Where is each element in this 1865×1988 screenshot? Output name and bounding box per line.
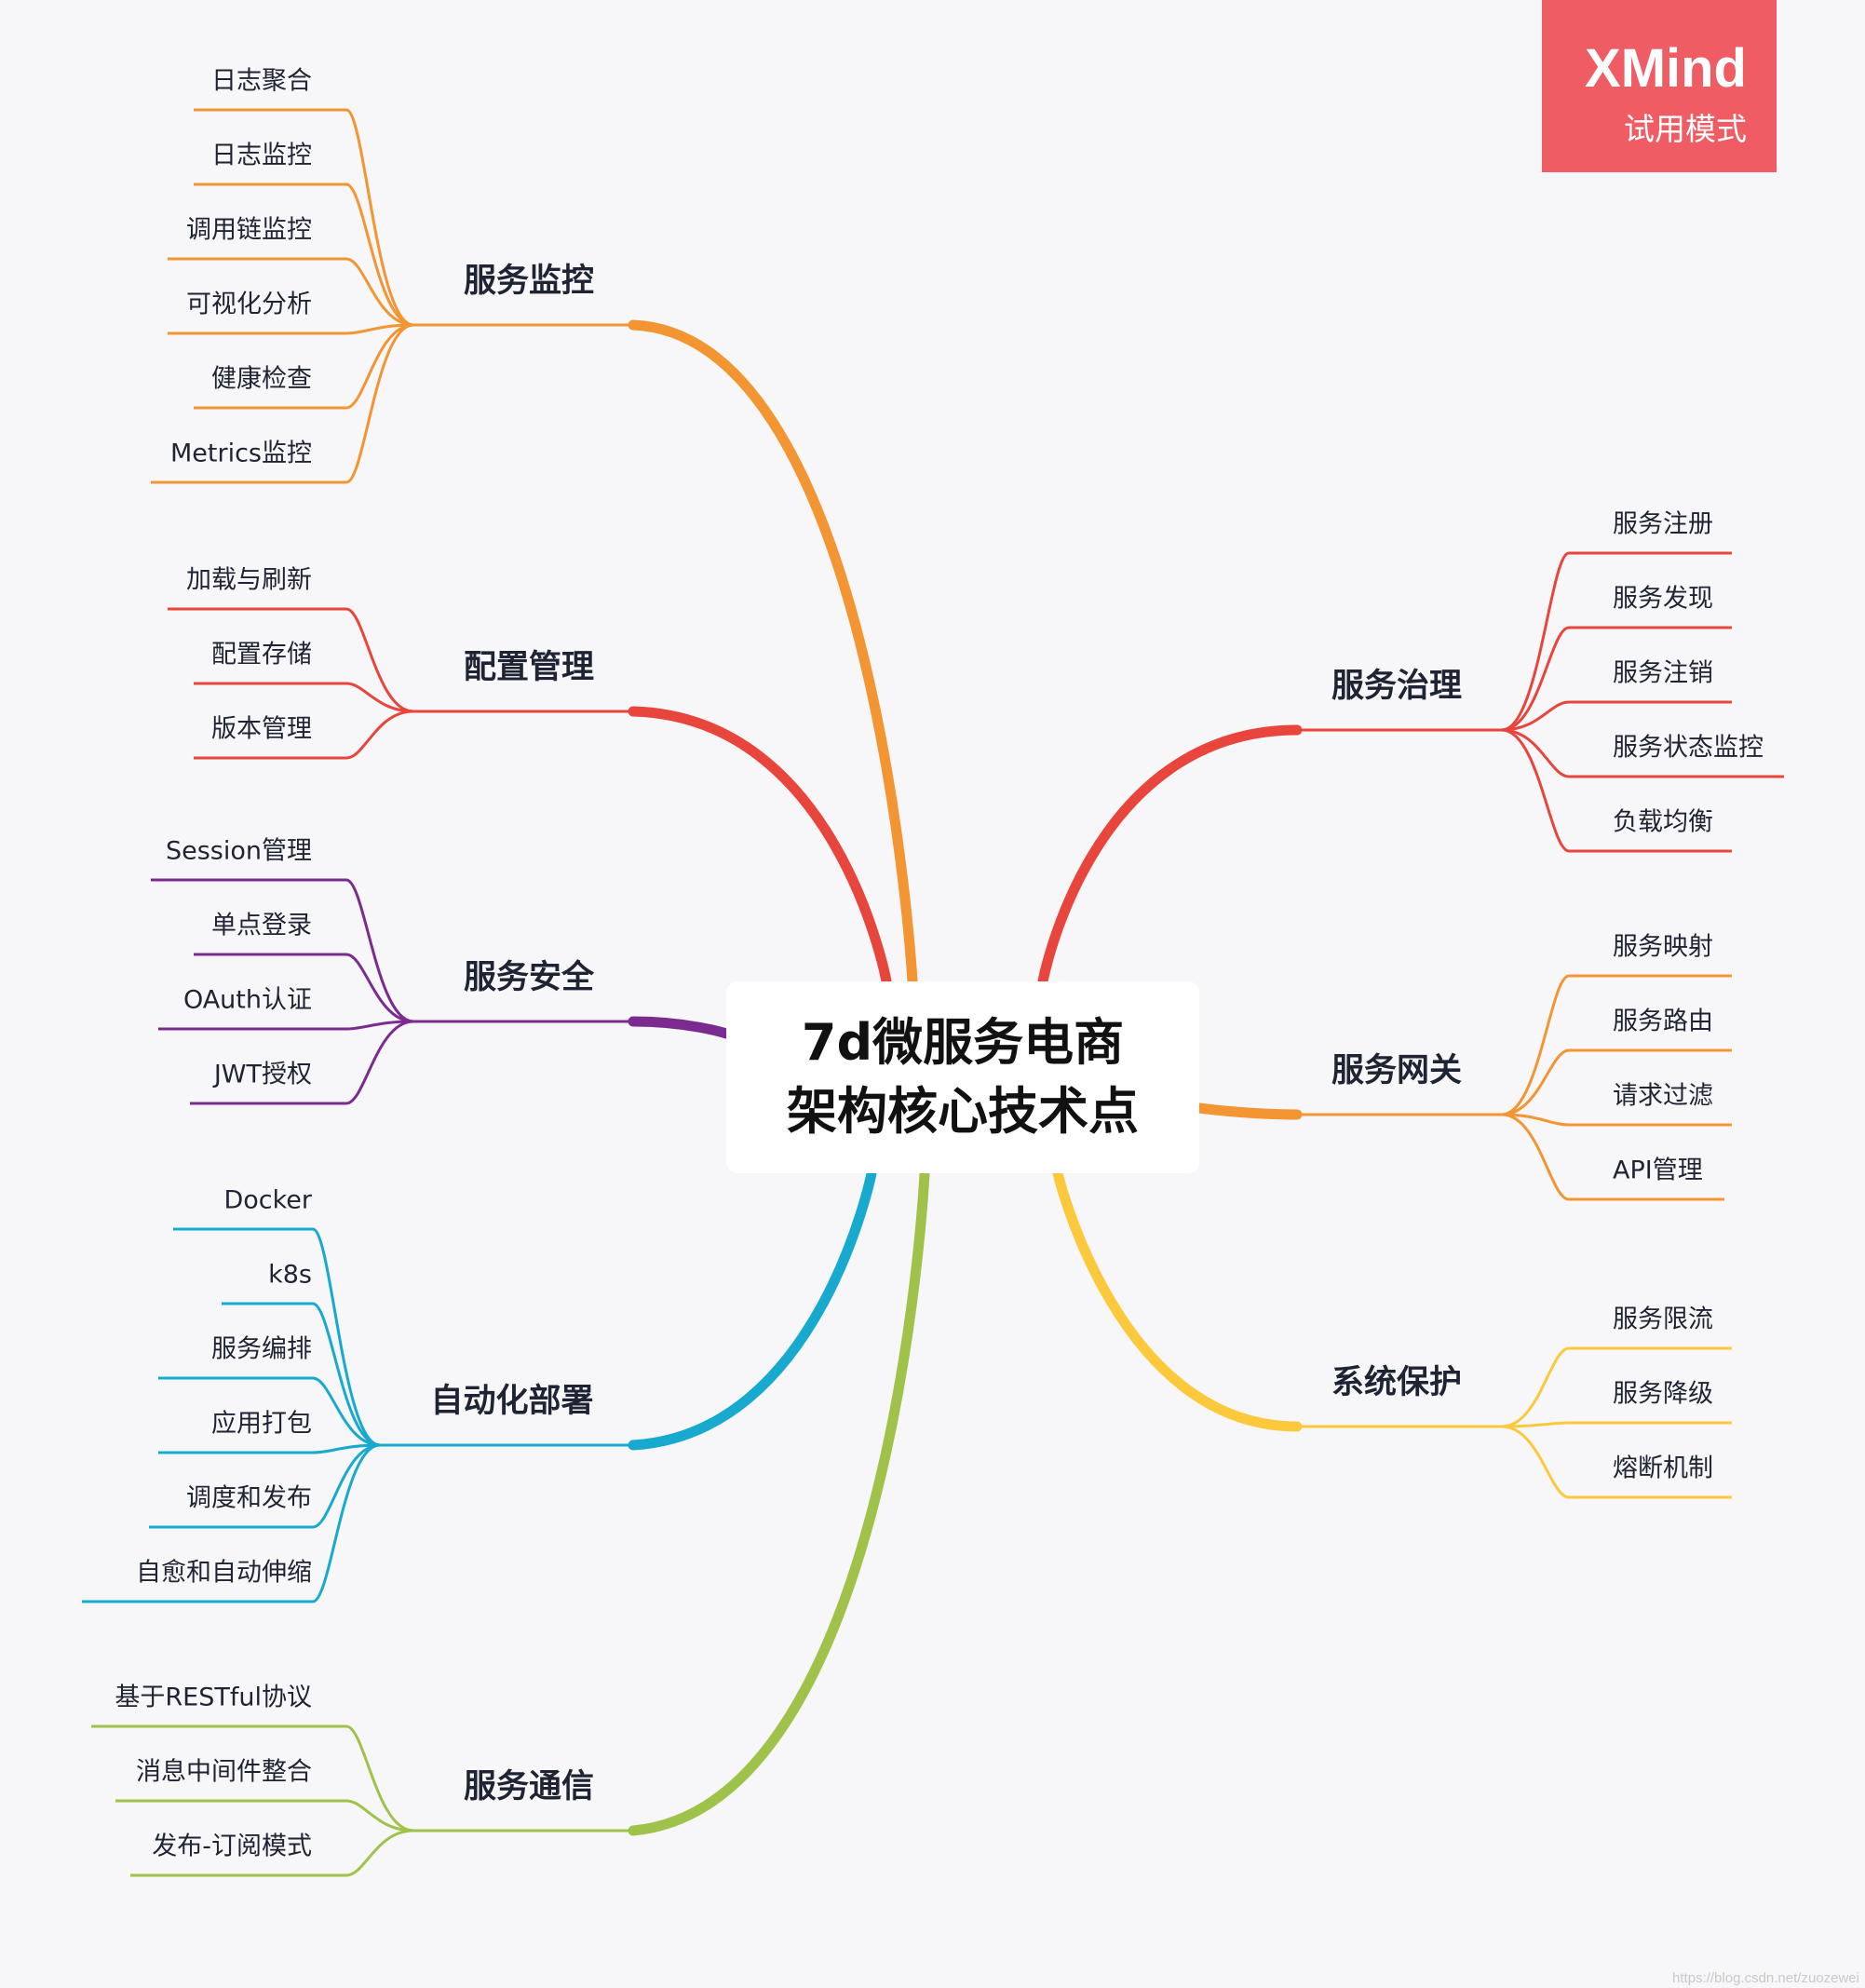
branch-govern-item-2-connector [1501, 700, 1570, 732]
branch-monitor-item-4-label: 健康检查 [211, 365, 312, 394]
branch-deploy-item-4-connector [312, 1443, 381, 1529]
branch-gateway-item-2-connector [1501, 1113, 1570, 1127]
branch-security-trunk [628, 1016, 732, 1039]
branch-gateway-item-1-connector [1501, 1048, 1570, 1116]
branch-protect-item-2-connector [1501, 1425, 1570, 1499]
branch-govern-item-4-connector [1501, 728, 1570, 853]
branch-gateway-item-1-label: 服务路由 [1613, 1008, 1713, 1036]
branch-deploy-item-2-label: 服务编排 [211, 1335, 312, 1364]
central-topic-line-2: 架构核心技术点 [787, 1082, 1139, 1141]
branch-security-item-0-label: Session管理 [166, 837, 312, 866]
branch-comm-item-1-label: 消息中间件整合 [136, 1758, 312, 1787]
xmind-trial-badge: XMind 试用模式 [1542, 0, 1777, 172]
branch-monitor-item-2-connector [345, 257, 414, 327]
branch-deploy-item-1-connector [312, 1302, 381, 1447]
branch-comm-title: 服务通信 [464, 1768, 594, 1805]
branch-config-item-0-label: 加载与刷新 [186, 566, 312, 595]
branch-monitor-item-4-connector [345, 323, 414, 410]
branch-config-title: 配置管理 [464, 649, 594, 686]
branch-security-item-2-connector [345, 1020, 414, 1031]
branch-monitor-trunk [628, 319, 918, 987]
branch-config-item-0-connector [345, 607, 414, 713]
branch-gateway-item-0-connector [1501, 974, 1570, 1116]
branch-deploy-item-3-label: 应用打包 [211, 1410, 312, 1439]
branch-security-item-1-label: 单点登录 [211, 912, 312, 940]
branch-deploy-item-2-connector [312, 1376, 381, 1447]
branch-config-item-1-label: 配置存储 [211, 641, 312, 669]
branch-security-item-2-label: OAuth认证 [183, 986, 312, 1015]
branch-deploy-item-1-label: k8s [268, 1261, 312, 1290]
branch-monitor-item-0-label: 日志聚合 [211, 67, 312, 96]
branch-deploy-item-0-label: Docker [223, 1186, 312, 1215]
branch-govern-item-2-label: 服务注销 [1613, 659, 1713, 688]
central-topic-line-1: 7d微服务电商 [801, 1013, 1125, 1072]
xmind-logo-text: XMind [1585, 38, 1747, 99]
branch-config-item-1-connector [345, 682, 414, 713]
branch-govern-item-0-connector [1501, 551, 1570, 732]
branch-config-item-2-label: 版本管理 [211, 715, 312, 744]
branch-gateway-item-2-label: 请求过滤 [1613, 1082, 1713, 1111]
branch-protect-item-1-label: 服务降级 [1613, 1380, 1713, 1409]
branch-deploy-trunk [628, 1168, 877, 1451]
branch-monitor-item-1-connector [345, 183, 414, 327]
branch-monitor-item-5-label: Metrics监控 [170, 440, 312, 468]
branch-gateway-trunk [1194, 1102, 1303, 1120]
branch-monitor-item-0-connector [345, 108, 414, 327]
branch-security-item-1-connector [345, 953, 414, 1023]
branch-gateway-item-3-connector [1501, 1113, 1570, 1201]
branch-protect-trunk [1052, 1168, 1303, 1432]
branch-deploy-item-4-label: 调度和发布 [186, 1484, 312, 1513]
branch-deploy-item-5-label: 自愈和自动伸缩 [136, 1559, 312, 1588]
branch-config-trunk [628, 706, 892, 987]
branch-comm-trunk [628, 1168, 930, 1836]
branch-govern-item-1-label: 服务发现 [1613, 585, 1713, 614]
branch-gateway-item-0-label: 服务映射 [1613, 933, 1713, 962]
branch-protect-title: 系统保护 [1331, 1364, 1462, 1401]
branch-security-title: 服务安全 [464, 958, 595, 996]
branch-protect-item-2-label: 熔断机制 [1613, 1454, 1713, 1483]
branch-monitor-item-3-connector [345, 323, 414, 335]
branch-protect-item-0-connector [1501, 1346, 1570, 1428]
branch-monitor-item-2-label: 调用链监控 [186, 216, 312, 245]
branch-monitor-item-3-label: 可视化分析 [186, 291, 312, 319]
branch-comm-item-0-label: 基于RESTful协议 [115, 1684, 312, 1712]
branch-deploy-item-5-connector [312, 1443, 381, 1603]
central-topic[interactable]: 7d微服务电商 架构核心技术点 [726, 981, 1199, 1173]
branch-protect-item-0-label: 服务限流 [1613, 1305, 1713, 1334]
branch-deploy-item-3-connector [312, 1443, 381, 1454]
branch-comm-item-2-connector [345, 1829, 414, 1877]
branch-govern-item-1-connector [1501, 626, 1570, 732]
trial-mode-label: 试用模式 [1624, 111, 1747, 147]
branch-security-item-3-label: JWT授权 [212, 1061, 312, 1089]
branch-gateway-title: 服务网关 [1331, 1052, 1462, 1089]
branch-govern-item-4-label: 负载均衡 [1613, 808, 1713, 837]
branch-govern-item-0-label: 服务注册 [1613, 510, 1713, 539]
branch-govern-item-3-connector [1501, 728, 1570, 778]
branch-gateway-item-3-label: API管理 [1613, 1156, 1703, 1185]
branch-comm-item-2-label: 发布-订阅模式 [152, 1832, 312, 1861]
branch-govern-title: 服务治理 [1331, 668, 1462, 705]
branch-monitor-item-1-label: 日志监控 [211, 142, 312, 170]
branch-security-item-3-connector [345, 1020, 414, 1105]
branch-monitor-item-5-connector [345, 323, 414, 484]
branch-protect-item-1-connector [1501, 1421, 1570, 1428]
branch-config-item-2-connector [345, 710, 414, 760]
branch-govern-item-3-label: 服务状态监控 [1613, 734, 1764, 763]
branch-deploy-title: 自动化部署 [430, 1383, 593, 1420]
branch-govern-trunk [1037, 724, 1303, 987]
branch-deploy-item-0-connector [312, 1227, 381, 1447]
source-credit: https://blog.csdn.net/zuozewei [1672, 1970, 1859, 1986]
branch-monitor-title: 服务监控 [464, 263, 594, 300]
branch-security-item-0-connector [345, 878, 414, 1023]
branch-comm-item-1-connector [345, 1799, 414, 1832]
branch-comm-item-0-connector [345, 1724, 414, 1832]
